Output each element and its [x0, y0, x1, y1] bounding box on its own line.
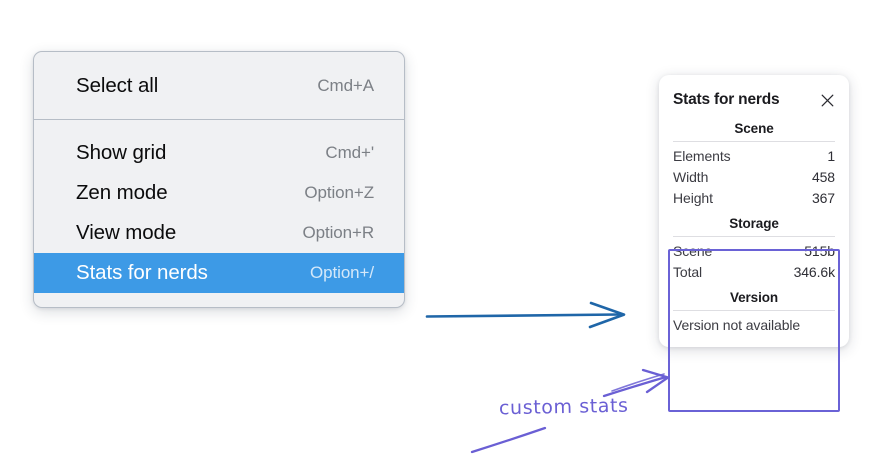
- menu-item-shortcut: Cmd+': [325, 143, 374, 162]
- section-rule: [673, 236, 835, 237]
- menu-section-view: Show grid Cmd+' Zen mode Option+Z View m…: [34, 120, 404, 307]
- menu-item-label: Zen mode: [76, 181, 168, 204]
- stats-row-label: Height: [673, 189, 713, 206]
- stats-row-value: 367: [811, 189, 835, 206]
- menu-section-primary: Select all Cmd+A: [34, 52, 404, 119]
- stats-row-label: Elements: [673, 147, 731, 164]
- menu-item-show-grid[interactable]: Show grid Cmd+': [34, 133, 404, 173]
- stats-panel-title: Stats for nerds: [673, 91, 780, 108]
- menu-item-shortcut: Option+/: [310, 263, 374, 282]
- menu-item-view-mode[interactable]: View mode Option+R: [34, 213, 404, 253]
- stats-row-value: 458: [811, 168, 835, 185]
- menu-item-label: View mode: [76, 221, 177, 244]
- annotation-underline-stroke: [470, 426, 547, 454]
- section-rule: [673, 310, 835, 311]
- stats-row-label: Total: [673, 263, 703, 280]
- context-menu[interactable]: Select all Cmd+A Show grid Cmd+' Zen mod…: [33, 51, 405, 308]
- menu-item-shortcut: Option+Z: [304, 183, 374, 202]
- section-rule: [673, 141, 835, 142]
- stats-section-heading-version: Version: [729, 290, 779, 305]
- custom-stats-annotation-label: custom stats: [498, 394, 629, 420]
- stats-version-value: Version not available: [673, 317, 801, 333]
- stats-panel-header: Stats for nerds: [659, 87, 849, 113]
- stats-row-value: 1: [827, 147, 835, 164]
- stats-panel-body: Scene Elements 1 Width 458 Height 367 St…: [659, 113, 849, 333]
- stats-row-width: Width 458: [673, 166, 835, 187]
- menu-item-select-all[interactable]: Select all Cmd+A: [34, 66, 404, 106]
- close-icon[interactable]: [819, 92, 836, 109]
- menu-item-stats-for-nerds[interactable]: Stats for nerds Option+/: [34, 253, 404, 293]
- menu-item-label: Select all: [76, 74, 159, 97]
- stats-section-heading-scene: Scene: [734, 121, 774, 136]
- stats-row-storage-scene: Scene 515b: [673, 240, 835, 261]
- stats-row-elements: Elements 1: [673, 145, 835, 166]
- stats-row-label: Width: [673, 168, 709, 185]
- stats-for-nerds-panel: Stats for nerds Scene Elements 1 Width 4…: [659, 75, 849, 347]
- menu-item-shortcut: Cmd+A: [317, 76, 374, 95]
- menu-item-label: Show grid: [76, 141, 167, 164]
- stats-section-heading-storage: Storage: [729, 216, 779, 231]
- stats-row-value: 346.6k: [793, 263, 836, 280]
- menu-item-zen-mode[interactable]: Zen mode Option+Z: [34, 173, 404, 213]
- stats-row-storage-total: Total 346.6k: [673, 261, 835, 282]
- stats-row-value: 515b: [804, 242, 835, 259]
- arrow-menu-to-panel: [425, 301, 626, 329]
- menu-divider: [34, 119, 404, 120]
- arrow-label-to-custom-stats: [602, 368, 670, 398]
- menu-item-shortcut: Option+R: [302, 223, 375, 242]
- stats-row-label: Scene: [673, 242, 713, 259]
- menu-item-label: Stats for nerds: [76, 261, 208, 284]
- stats-row-height: Height 367: [673, 187, 835, 208]
